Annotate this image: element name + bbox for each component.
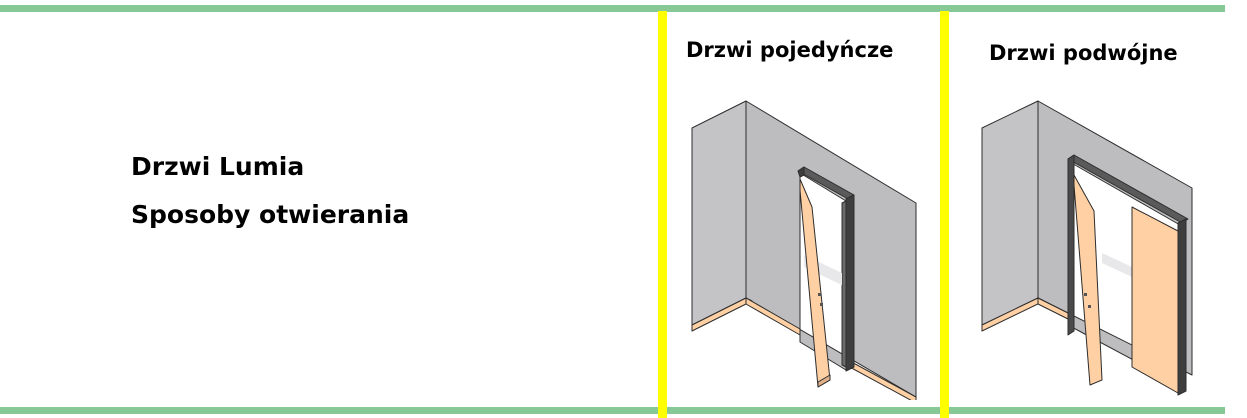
heading-single-door: Drzwi pojedyńcze — [686, 38, 894, 62]
title-block: Drzwi Lumia Sposoby otwierania — [131, 143, 409, 239]
heading-double-door: Drzwi podwójne — [989, 41, 1178, 65]
yellow-divider-right — [940, 11, 949, 418]
double-door-icon — [981, 100, 1193, 396]
title-line-2: Sposoby otwierania — [131, 200, 410, 229]
title-line-1: Drzwi Lumia — [131, 152, 305, 181]
bottom-rule — [0, 407, 1225, 414]
top-rule — [0, 5, 1225, 12]
yellow-divider-left — [658, 11, 667, 418]
single-door-icon — [691, 100, 917, 400]
